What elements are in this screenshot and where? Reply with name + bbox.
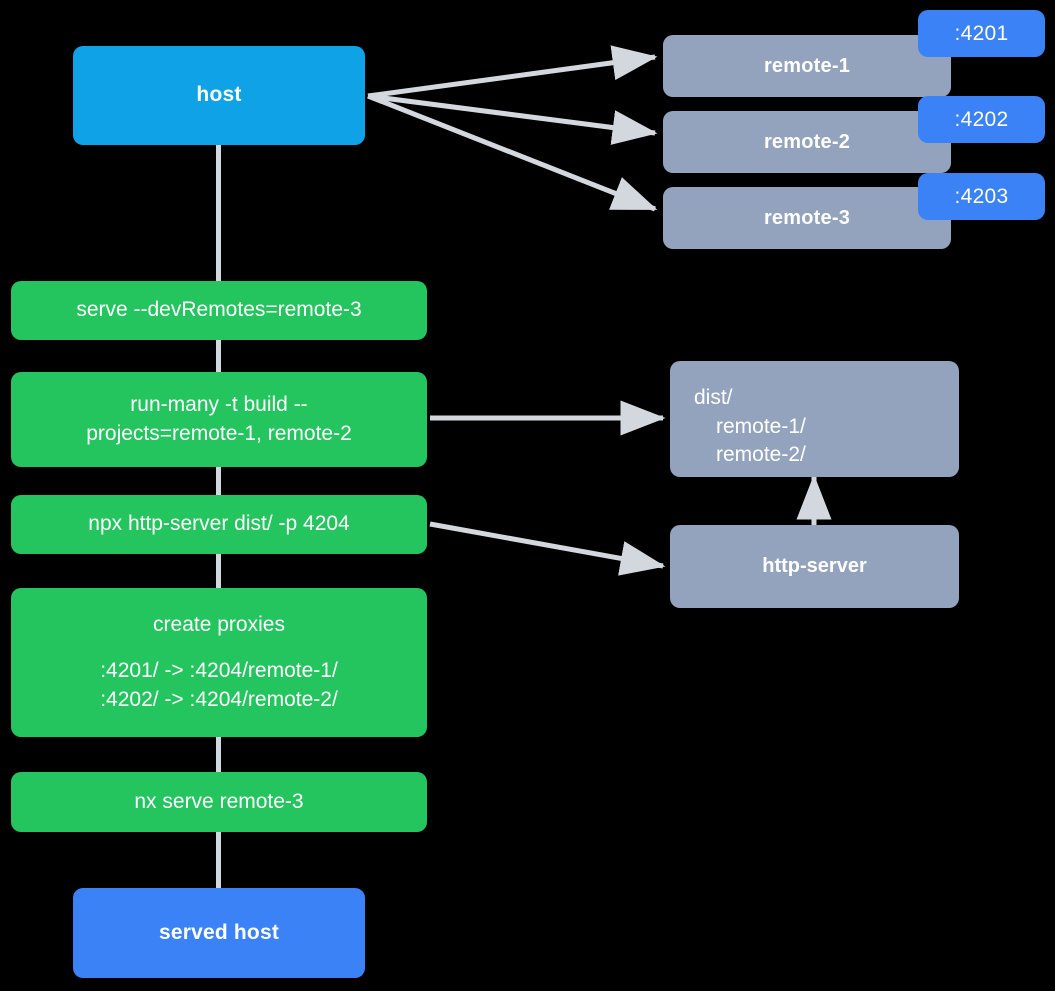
node-dist-line-3: remote-2/ bbox=[716, 443, 806, 467]
node-command-run-many[interactable]: run-many -t build -- projects=remote-1, … bbox=[11, 372, 427, 467]
badge-remote-1-port[interactable]: :4201 bbox=[918, 10, 1045, 57]
node-command-create-proxies[interactable]: create proxies :4201/ -> :4204/remote-1/… bbox=[11, 588, 427, 737]
node-command-npx-http-server[interactable]: npx http-server dist/ -p 4204 bbox=[11, 495, 427, 554]
node-served-host-label: served host bbox=[158, 920, 280, 944]
edge-host-to-remote-1 bbox=[367, 45, 658, 99]
badge-remote-2-port[interactable]: :4202 bbox=[918, 96, 1045, 143]
node-host-label: host bbox=[196, 83, 242, 107]
node-http-server-label: http-server bbox=[762, 555, 867, 577]
edge-host-to-remote-3 bbox=[367, 93, 658, 212]
command-run-many-line-1: run-many -t build -- bbox=[130, 393, 308, 417]
command-run-many-line-2: projects=remote-1, remote-2 bbox=[86, 421, 352, 445]
edge-host-to-remote-2 bbox=[367, 93, 658, 145]
command-create-proxies-line-1: create proxies bbox=[153, 612, 285, 636]
node-dist-line-2: remote-1/ bbox=[716, 414, 806, 438]
command-npx-http-server-line-1: npx http-server dist/ -p 4204 bbox=[88, 512, 350, 536]
node-remote-3[interactable]: remote-3 bbox=[663, 187, 951, 249]
node-http-server[interactable]: http-server bbox=[670, 525, 959, 608]
node-host[interactable]: host bbox=[73, 46, 365, 145]
badge-remote-3-port[interactable]: :4203 bbox=[918, 173, 1045, 220]
node-remote-3-label: remote-3 bbox=[763, 206, 851, 229]
node-dist-line-1: dist/ bbox=[694, 386, 733, 410]
node-served-host[interactable]: served host bbox=[73, 888, 365, 978]
command-serve-line-1: serve --devRemotes=remote-3 bbox=[76, 298, 362, 322]
node-command-nx-serve[interactable]: nx serve remote-3 bbox=[11, 772, 427, 832]
node-remote-2-label: remote-2 bbox=[763, 130, 851, 153]
node-command-serve[interactable]: serve --devRemotes=remote-3 bbox=[11, 281, 427, 340]
node-remote-1-label: remote-1 bbox=[763, 54, 851, 77]
badge-remote-2-port-label: :4202 bbox=[954, 107, 1009, 131]
edge-npx-to-httpserver bbox=[429, 521, 666, 576]
badge-remote-1-port-label: :4201 bbox=[954, 21, 1009, 45]
node-remote-1[interactable]: remote-1 bbox=[663, 35, 951, 97]
command-create-proxies-line-2: :4201/ -> :4204/remote-1/ bbox=[100, 659, 338, 683]
badge-remote-3-port-label: :4203 bbox=[954, 184, 1009, 208]
node-remote-2[interactable]: remote-2 bbox=[663, 111, 951, 173]
node-dist-folder[interactable]: dist/ remote-1/ remote-2/ bbox=[670, 361, 959, 477]
command-create-proxies-line-3: :4202/ -> :4204/remote-2/ bbox=[100, 687, 338, 711]
command-nx-serve-line-1: nx serve remote-3 bbox=[134, 789, 304, 813]
